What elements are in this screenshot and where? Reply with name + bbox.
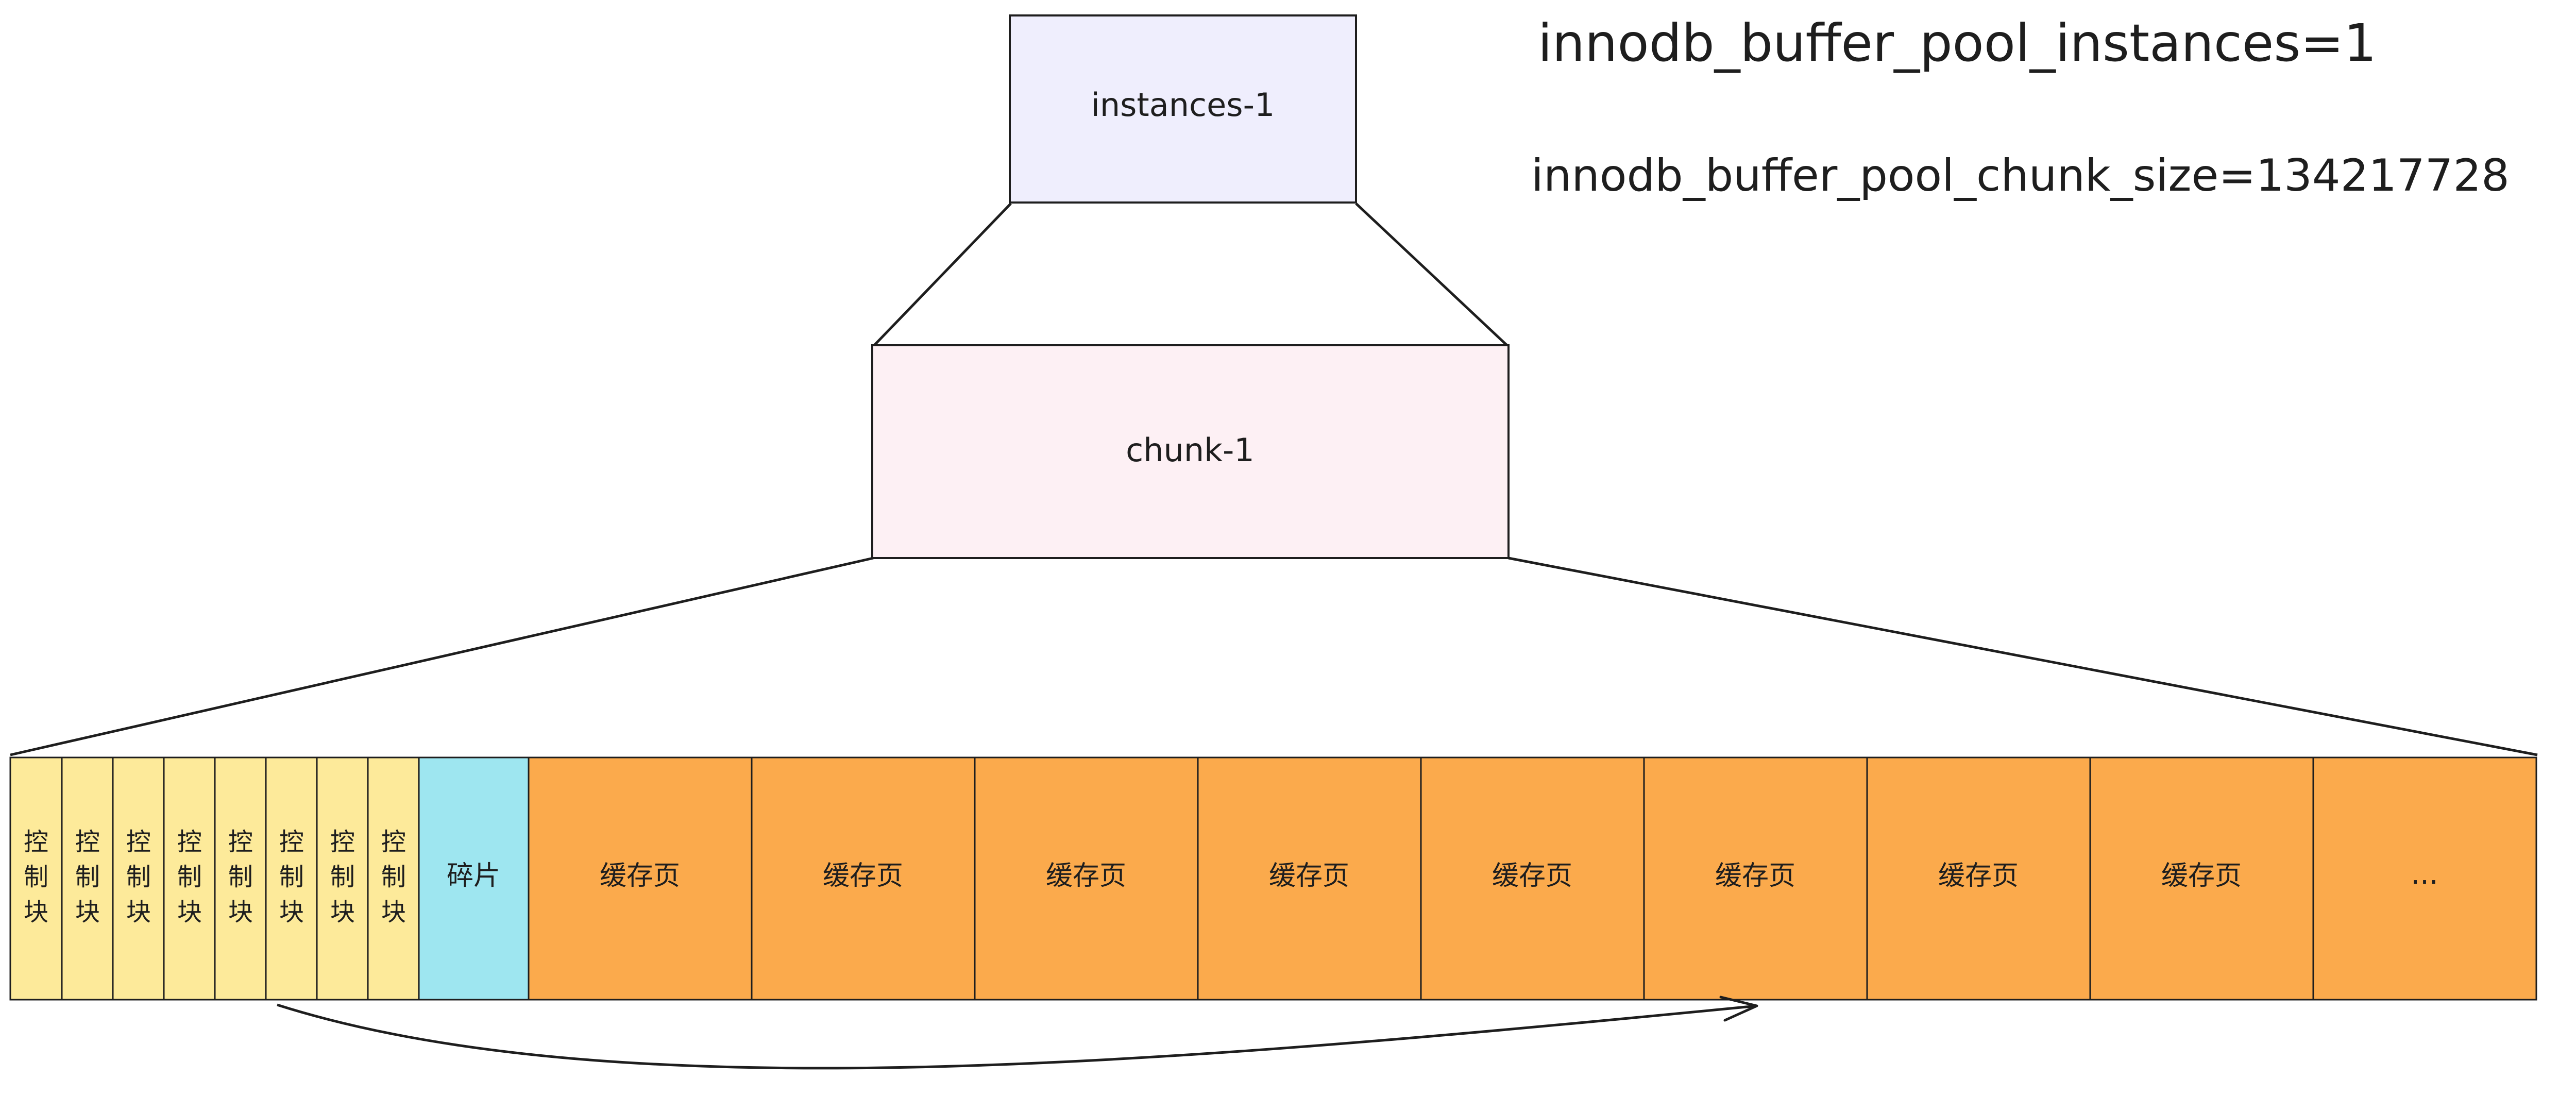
control-block-char: 控 bbox=[228, 828, 253, 856]
control-block-char: 控 bbox=[126, 828, 151, 856]
cache-page-label: 缓存页 bbox=[823, 861, 903, 891]
chunk-strip-connector-right bbox=[1508, 557, 2538, 756]
cache-page-label: 缓存页 bbox=[1492, 861, 1572, 891]
control-block: 控 制 块 bbox=[9, 756, 63, 1001]
instance-label: instances-1 bbox=[1091, 86, 1275, 124]
control-block: 控 制 块 bbox=[112, 756, 165, 1001]
cache-page-label: 缓存页 bbox=[1715, 861, 1795, 891]
cache-page-label: 缓存页 bbox=[1046, 861, 1126, 891]
control-block-char: 控 bbox=[279, 828, 304, 856]
chunk-strip-connector-left bbox=[10, 557, 874, 756]
cache-page-label: 缓存页 bbox=[1938, 861, 2019, 891]
control-block-char: 制 bbox=[279, 863, 304, 891]
control-block-char: 制 bbox=[24, 863, 48, 891]
control-block: 控 制 块 bbox=[61, 756, 114, 1001]
chunk-size-config-text: innodb_buffer_pool_chunk_size=134217728 bbox=[1531, 150, 2510, 201]
control-block-char: 制 bbox=[126, 863, 151, 891]
chunk-box bbox=[871, 344, 1510, 559]
cache-page: 缓存页 bbox=[751, 756, 976, 1001]
control-block-char: 控 bbox=[381, 828, 406, 856]
control-block-char: 制 bbox=[381, 863, 406, 891]
control-block-char: 控 bbox=[75, 828, 100, 856]
control-block-char: 制 bbox=[75, 863, 100, 891]
instance-box bbox=[1009, 14, 1357, 204]
cache-page-label: 缓存页 bbox=[600, 861, 680, 891]
control-block-char: 块 bbox=[330, 898, 355, 926]
instance-chunk-connector-left bbox=[872, 203, 1012, 347]
cache-page: 缓存页 bbox=[1420, 756, 1645, 1001]
mapping-arrow bbox=[277, 1003, 1757, 1070]
control-block: 控 制 块 bbox=[163, 756, 216, 1001]
ellipsis-label: ... bbox=[2411, 857, 2438, 891]
control-block: 控 制 块 bbox=[214, 756, 267, 1001]
control-block-char: 制 bbox=[330, 863, 355, 891]
control-block-char: 块 bbox=[24, 898, 48, 926]
control-block: 控 制 块 bbox=[367, 756, 420, 1001]
mapping-arrowhead bbox=[1719, 996, 1758, 1022]
control-block-char: 块 bbox=[279, 898, 304, 926]
chunk-label: chunk-1 bbox=[1126, 431, 1255, 469]
cache-page-label: 缓存页 bbox=[2161, 861, 2242, 891]
cache-page: 缓存页 bbox=[1197, 756, 1422, 1001]
control-block-char: 块 bbox=[126, 898, 151, 926]
cache-page-label: 缓存页 bbox=[1269, 861, 1349, 891]
control-block-char: 制 bbox=[228, 863, 253, 891]
control-block-char: 块 bbox=[381, 898, 406, 926]
instances-config-text: innodb_buffer_pool_instances=1 bbox=[1538, 13, 2377, 73]
fragment-block: 碎片 bbox=[418, 756, 530, 1001]
instance-chunk-connector-right bbox=[1355, 203, 1508, 346]
cache-page: 缓存页 bbox=[2089, 756, 2314, 1001]
control-block-char: 块 bbox=[177, 898, 202, 926]
cache-page: 缓存页 bbox=[974, 756, 1199, 1001]
control-block-char: 块 bbox=[75, 898, 100, 926]
control-block-char: 控 bbox=[330, 828, 355, 856]
control-block-char: 制 bbox=[177, 863, 202, 891]
ellipsis-block: ... bbox=[2312, 756, 2537, 1001]
cache-page: 缓存页 bbox=[1643, 756, 1868, 1001]
cache-page: 缓存页 bbox=[528, 756, 753, 1001]
fragment-label: 碎片 bbox=[447, 861, 500, 891]
control-block: 控 制 块 bbox=[316, 756, 369, 1001]
control-block: 控 制 块 bbox=[265, 756, 318, 1001]
control-block-char: 控 bbox=[24, 828, 48, 856]
cache-page: 缓存页 bbox=[1866, 756, 2091, 1001]
control-block-char: 控 bbox=[177, 828, 202, 856]
control-block-char: 块 bbox=[228, 898, 253, 926]
